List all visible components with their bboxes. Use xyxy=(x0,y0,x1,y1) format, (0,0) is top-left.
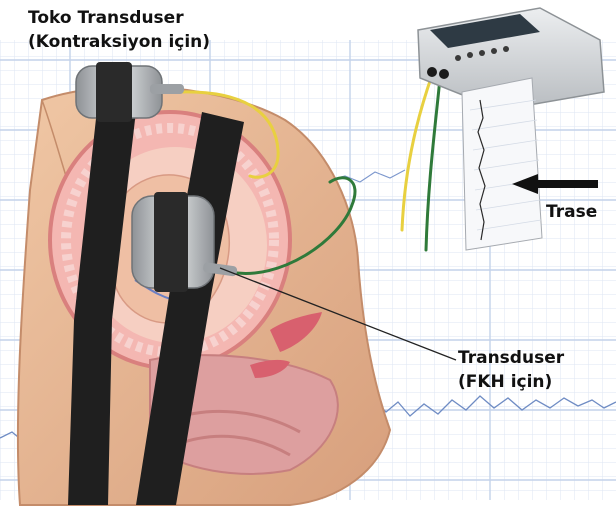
fhr-label-line2: (FKH için) xyxy=(458,370,564,394)
fhr-transducer-label: Transduser (FKH için) xyxy=(458,346,564,394)
printout-paper xyxy=(462,78,542,250)
toko-label-line1: Toko Transduser xyxy=(28,6,210,30)
trace-label-text: Trase xyxy=(546,200,597,224)
toko-label-line2: (Kontraksiyon için) xyxy=(28,30,210,54)
toko-transducer-label: Toko Transduser (Kontraksiyon için) xyxy=(28,6,210,54)
trace-label: Trase xyxy=(546,200,597,224)
fhr-label-line1: Transduser xyxy=(458,346,564,370)
